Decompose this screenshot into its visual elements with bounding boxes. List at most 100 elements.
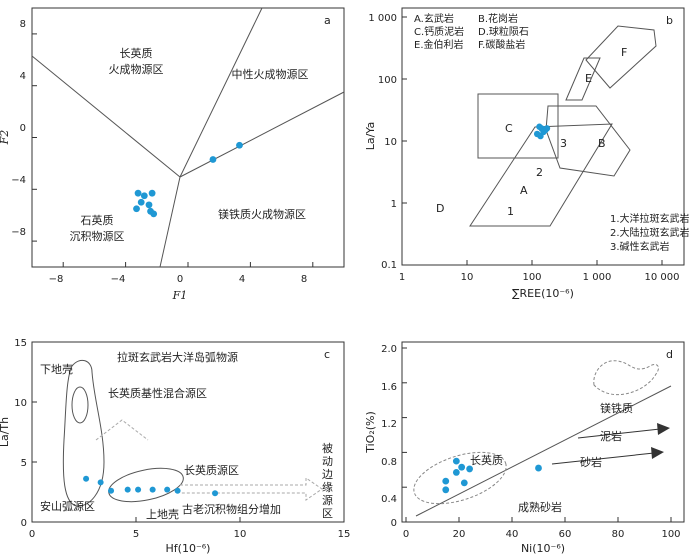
data-point	[452, 469, 460, 476]
x-tick-label: 10	[234, 529, 247, 540]
x-tick-label: 4	[239, 274, 245, 285]
x-tick-label: 100	[661, 529, 680, 540]
x-tick-label: 20	[453, 529, 466, 540]
panel-a-ticks	[32, 33, 314, 267]
region-label: 镁铁质火成物源区	[218, 207, 306, 221]
panel-b: b 1 10 100 1 000 10 000 1 000 100 10 1 0…	[364, 7, 690, 300]
data-point	[134, 189, 142, 197]
panel-a-points	[133, 141, 243, 218]
x-tick-label: 10 000	[645, 272, 680, 283]
data-point	[149, 486, 156, 493]
panel-b-points	[533, 123, 551, 140]
field-label: 1	[507, 205, 514, 218]
y-axis-label: La/Th	[0, 417, 11, 447]
data-point	[537, 132, 544, 140]
panel-b-ticks	[401, 16, 663, 266]
y-tick-label: 1 000	[368, 13, 397, 24]
field-F	[585, 25, 657, 89]
y-tick-label: 0.1	[381, 260, 397, 271]
region-label: 长英质源区	[184, 463, 239, 477]
data-point	[97, 479, 104, 486]
panel-c-letter: c	[324, 348, 330, 361]
y-tick-label: 4	[20, 71, 26, 82]
felsic-field	[413, 451, 507, 505]
legend-item: E.金伯利岩	[414, 38, 464, 51]
region-label: 上地壳	[146, 507, 179, 521]
panel-c: c 0 5 10 15 15 10 5 0 Hf(10⁻⁶) La/Th 下地壳…	[0, 338, 350, 555]
mafic-field	[593, 360, 659, 396]
x-tick-label: 1 000	[583, 272, 612, 283]
x-tick-label: 80	[612, 529, 625, 540]
mixed-source-arrow	[95, 419, 149, 441]
y-tick-label: 0.8	[381, 457, 397, 468]
data-point	[148, 189, 156, 197]
panel-a-boundary	[31, 55, 181, 178]
panel-a-boundary	[179, 91, 345, 178]
felsic-field	[108, 467, 184, 503]
field-label: 2	[536, 166, 543, 179]
panel-a: a −8 −4 0 4 8 8 4 0 −4 −8 F1 F2 长英质 火成物源…	[0, 7, 345, 302]
data-point	[124, 486, 131, 493]
lower-crust-field	[71, 386, 89, 424]
y-tick-label: 0	[21, 518, 27, 529]
data-point	[466, 465, 473, 473]
region-label: 沉积物源区	[70, 229, 125, 243]
data-point	[236, 141, 243, 149]
arrowhead	[651, 447, 664, 459]
y-tick-label: 10	[384, 137, 397, 148]
panel-a-boundary	[179, 7, 263, 178]
panel-a-frame	[31, 7, 345, 268]
field-label: 3	[560, 137, 567, 150]
y-axis-label: TiO₂(%)	[364, 411, 377, 454]
data-point	[150, 210, 158, 218]
x-tick-label: 0	[177, 274, 183, 285]
data-point	[140, 192, 148, 200]
panel-a-letter: a	[324, 14, 331, 27]
data-point	[174, 487, 181, 494]
panel-c-ticks	[31, 341, 345, 523]
region-label: 砂岩	[580, 455, 602, 469]
x-tick-label: −8	[49, 274, 64, 285]
note-item: 3.碱性玄武岩	[610, 240, 670, 253]
x-tick-label: 0	[403, 529, 409, 540]
sandstone-trend-arrow	[551, 452, 655, 465]
y-tick-label: 5	[21, 458, 27, 469]
panel-d-frame	[401, 341, 685, 523]
region-label: 长英质基性混合源区	[108, 386, 207, 400]
field-B	[545, 105, 631, 177]
data-point	[108, 487, 115, 494]
region-label: 镁铁质	[600, 401, 633, 415]
note-item: 1.大洋拉斑玄武岩	[610, 212, 690, 225]
panel-b-letter: b	[666, 14, 673, 27]
legend-item: A.玄武岩	[414, 12, 454, 25]
data-point	[458, 463, 466, 471]
ancient-sediment-arrow	[180, 477, 323, 501]
region-label: 下地壳	[40, 362, 73, 376]
field-label: C	[505, 122, 513, 135]
legend-item: C.钙质泥岩	[414, 25, 464, 38]
data-point	[536, 123, 543, 130]
arrowhead	[657, 423, 670, 435]
region-label: 长英质	[470, 453, 503, 467]
region-label: 古老沉积物组分增加	[182, 502, 281, 516]
y-tick-label: −8	[11, 227, 26, 238]
region-label: 拉斑玄武岩大洋岛弧物源	[117, 350, 238, 364]
field-A	[469, 123, 613, 227]
data-point	[442, 486, 450, 494]
x-tick-label: 1	[399, 272, 405, 283]
region-label: 石英质	[81, 213, 114, 227]
panel-d-ticks	[402, 347, 672, 522]
data-point	[164, 486, 171, 493]
data-point	[543, 125, 551, 132]
y-tick-label: 0	[391, 518, 397, 529]
y-tick-label: 1.2	[381, 419, 397, 430]
data-point	[135, 486, 142, 493]
field-C	[477, 93, 559, 159]
data-point	[212, 490, 219, 497]
data-point	[452, 457, 460, 465]
x-tick-label: 15	[338, 529, 351, 540]
x-tick-label: 0	[29, 529, 35, 540]
data-point	[145, 201, 153, 209]
y-tick-label: 10	[14, 398, 27, 409]
x-axis-label: Ni(10⁻⁶)	[521, 542, 565, 555]
